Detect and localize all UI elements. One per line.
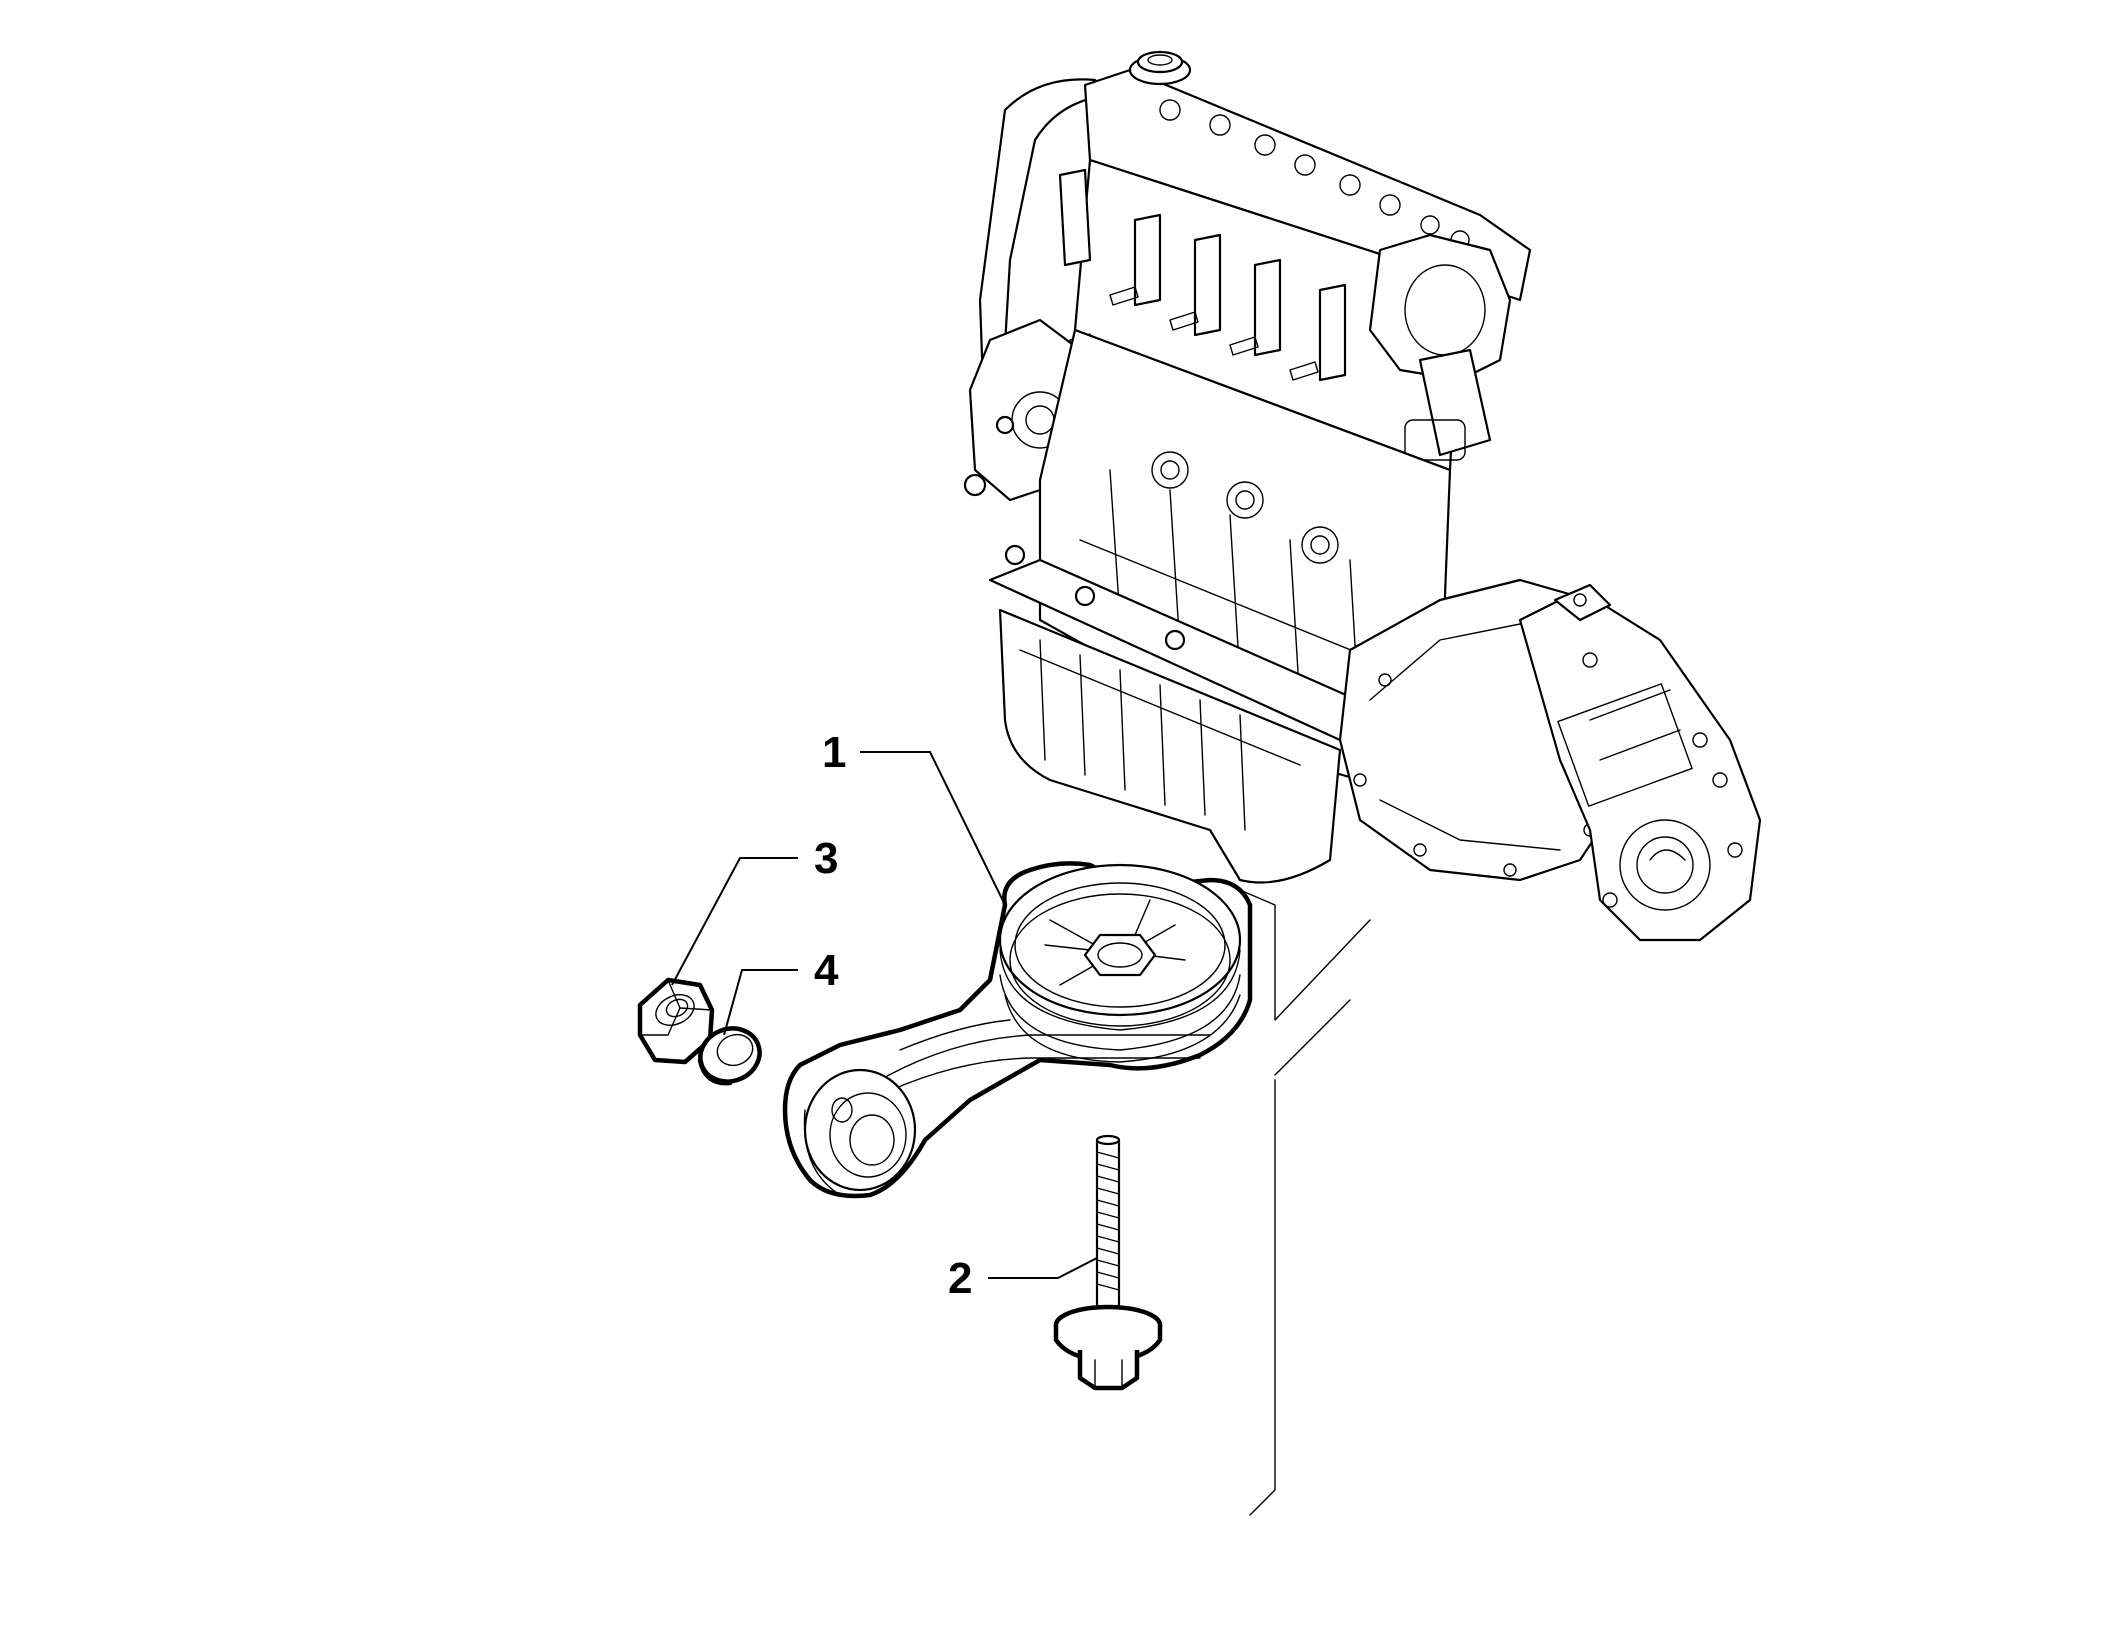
callout-leaders <box>671 751 1098 1279</box>
leader-4 <box>723 969 798 1036</box>
callout-4: 4 <box>814 946 839 995</box>
washer <box>697 1026 762 1086</box>
leader-2 <box>988 1257 1098 1279</box>
assembly-axis-line <box>1239 889 1371 1516</box>
leader-3 <box>671 857 798 986</box>
callout-1: 1 <box>822 728 846 777</box>
flange-bolt <box>1053 1134 1163 1391</box>
hex-nut <box>637 977 715 1065</box>
callout-labels: 1 2 3 4 <box>814 728 972 1303</box>
callout-2: 2 <box>948 1254 972 1303</box>
callout-3: 3 <box>814 834 838 883</box>
engine-mount-bracket <box>782 861 1253 1199</box>
leader-1 <box>860 751 1006 906</box>
engine-assembly <box>963 50 1762 942</box>
